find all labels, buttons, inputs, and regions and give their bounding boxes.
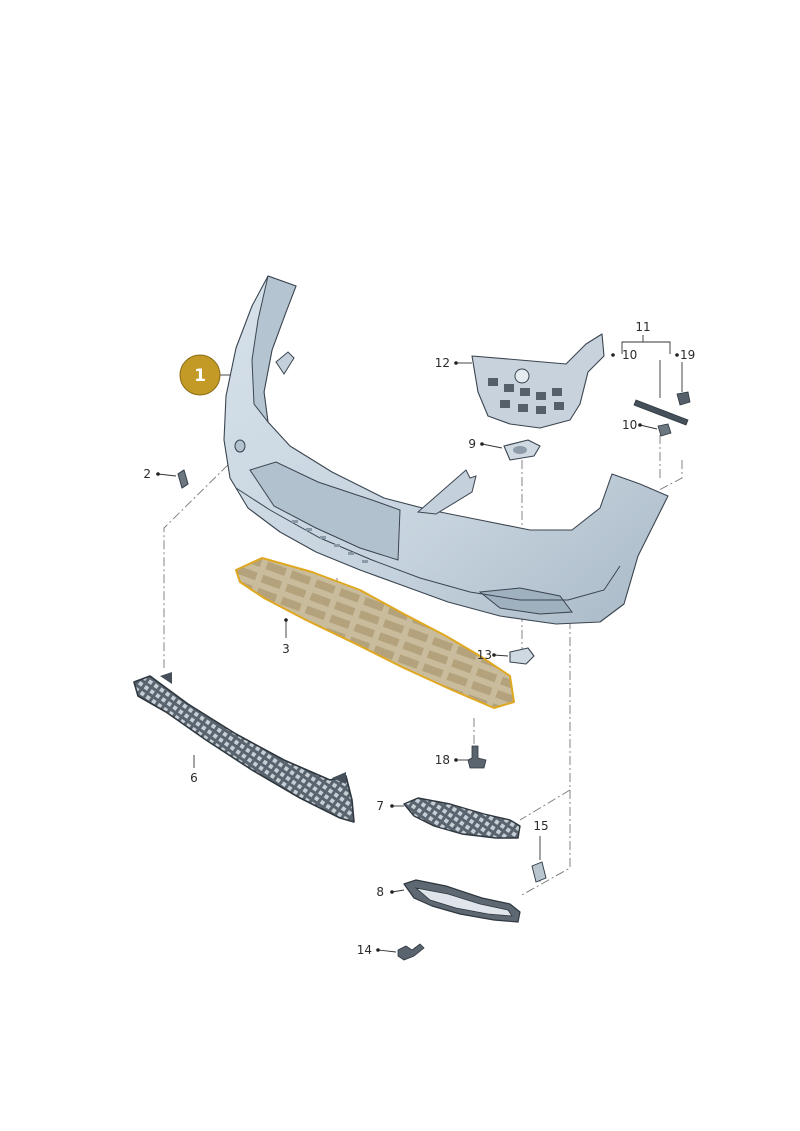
part-15-clip[interactable]: 15 [531, 819, 549, 883]
callout-11: 11 [635, 320, 650, 334]
callout-7: 7 [376, 799, 384, 813]
bumper-cover[interactable] [223, 275, 669, 625]
callout-14: 14 [357, 943, 372, 957]
part-7-grille-insert[interactable]: 7 [376, 797, 521, 839]
part-13-cap[interactable]: 13 [477, 647, 535, 665]
part-18-screw[interactable]: 18 [435, 745, 487, 769]
part-2-clip[interactable]: 2 [143, 467, 189, 489]
badge-label: 1 [194, 366, 206, 386]
callout-18: 18 [435, 753, 450, 767]
part-3-guard[interactable]: 3 [235, 557, 515, 709]
callout-12: 12 [435, 356, 450, 370]
part-6-grille[interactable]: 6 [133, 672, 355, 823]
part-8-fog-frame[interactable]: 8 [376, 879, 521, 923]
callout-10-top: 10 [622, 348, 637, 362]
callout-9: 9 [468, 437, 476, 451]
part-1-badge[interactable]: 1 [179, 354, 230, 396]
callout-3: 3 [282, 642, 290, 656]
part-9-cap[interactable]: 9 [468, 437, 541, 461]
part-12-bracket[interactable]: 12 [435, 333, 605, 429]
callout-13: 13 [477, 648, 492, 662]
callout-8: 8 [376, 885, 384, 899]
part-11-group[interactable]: 11 10 19 10 [611, 320, 695, 437]
callout-2: 2 [143, 467, 151, 481]
callout-15: 15 [533, 819, 548, 833]
callout-6: 6 [190, 771, 198, 785]
part-14-screw[interactable]: 14 [357, 943, 425, 961]
callout-19: 19 [680, 348, 695, 362]
callout-10-bottom: 10 [622, 418, 637, 432]
